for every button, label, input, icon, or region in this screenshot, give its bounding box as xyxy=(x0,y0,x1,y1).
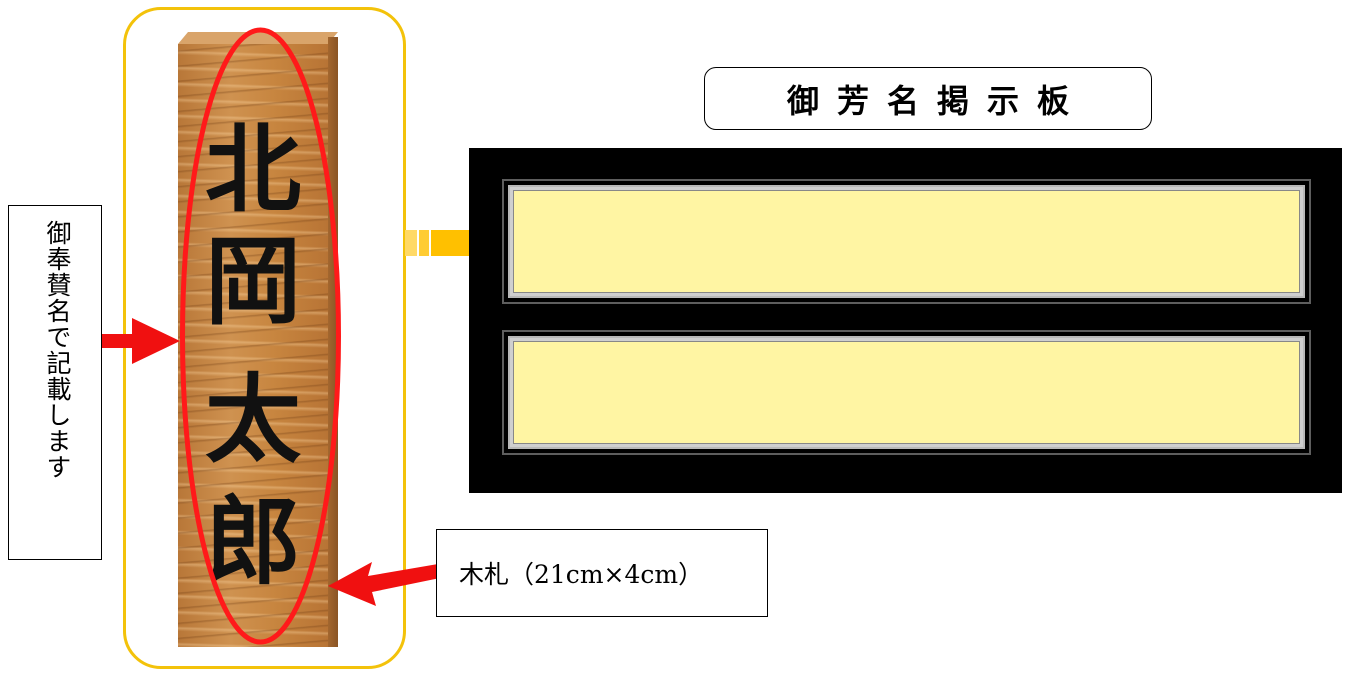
caption-box-registration: 御奉賛名で記載します xyxy=(8,205,102,560)
arrow-caption-to-plaque xyxy=(102,318,180,364)
plaque-front-face: 北 岡 太 郎 xyxy=(178,44,328,647)
board-slot-1 xyxy=(502,179,1311,304)
plaque-top-face xyxy=(178,32,338,44)
plaque-char-4: 郎 xyxy=(205,486,301,598)
plaque-char-3: 太 xyxy=(205,364,301,476)
plaque-side-face xyxy=(328,37,338,647)
board-slot-2 xyxy=(502,330,1311,455)
plaque-char-1: 北 xyxy=(205,114,301,226)
board-slot-1-fill xyxy=(513,190,1300,293)
plaque-char-2: 岡 xyxy=(205,226,301,338)
plaque-size-label-box: 木札（21cm×4cm） xyxy=(436,529,768,617)
wooden-plaque: 北 岡 太 郎 xyxy=(178,32,338,647)
board-title: 御芳名掲示板 xyxy=(786,81,1087,120)
plaque-size-label: 木札（21cm×4cm） xyxy=(459,560,704,589)
caption-text-registration: 御奉賛名で記載します xyxy=(43,220,72,480)
name-highlight-ellipse xyxy=(180,27,341,645)
arrow-label-to-plaque xyxy=(328,562,440,606)
board-title-box: 御芳名掲示板 xyxy=(704,67,1152,130)
board-slot-2-fill xyxy=(513,341,1300,444)
name-board xyxy=(469,148,1342,493)
